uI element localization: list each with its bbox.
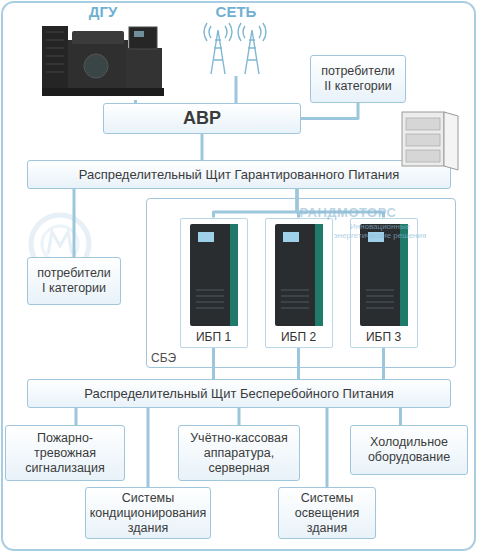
node-text: Распределительный Щит Бесперебойного Пит… [84, 386, 393, 402]
ups-screen [198, 232, 214, 242]
engine-top [72, 31, 124, 44]
connector-line [235, 76, 238, 103]
generator-engine [68, 40, 128, 88]
panel-screen [134, 31, 144, 37]
control-panel [129, 27, 157, 49]
ups-system-group: СБЭ ИБП 1 ИБП 2 ИБП 3 [146, 198, 456, 368]
node-text: ДГУ [89, 4, 118, 19]
node-text: Системы освещения здания [285, 491, 369, 536]
load-box: Холодильное оборудование [350, 425, 468, 475]
generator-alternator [126, 48, 162, 88]
ups-stripe [230, 224, 238, 326]
connector-line [238, 408, 241, 425]
cabinet-panel [406, 118, 440, 130]
connector-line [147, 408, 150, 487]
generator-illustration [42, 26, 164, 96]
node-text: АВР [183, 108, 221, 130]
node-text: Системы кондиционирования здания [90, 491, 207, 536]
ups-screen [368, 232, 384, 242]
load-box: Учётно-кассовая аппаратура, серверная [178, 425, 300, 481]
connector-line [297, 348, 300, 380]
node-text: Учётно-кассовая аппаратура, серверная [185, 431, 293, 476]
ups-cabinet [360, 224, 408, 326]
node-text: Пожарно-тревожная сигнализация [12, 431, 118, 476]
consumer-box: потребители I категории [27, 257, 121, 305]
radiator-grill [46, 48, 64, 49]
connector-line [297, 189, 299, 218]
node-text: ИБП 1 [196, 330, 231, 344]
connector-line [301, 103, 358, 119]
logo-mark [48, 232, 72, 254]
node-text: потребители I категории [34, 266, 114, 296]
ups-box: ИБП 3 [350, 218, 418, 348]
radiator-grill [46, 40, 64, 41]
connector-line [326, 408, 329, 487]
ups-cabinet [190, 224, 238, 326]
ups-vents [366, 290, 394, 308]
connector-line [399, 408, 402, 425]
watermark-text: Инновационные энергетические решения [330, 222, 430, 240]
ups-stripe [315, 224, 323, 326]
grid-node: СЕТЬ [200, 4, 272, 76]
panel-bar: Распределительный Щит Гарантированного П… [27, 160, 451, 189]
ups-screen [283, 232, 299, 242]
connector-line [73, 189, 76, 257]
node-text: потребители II категории [317, 64, 399, 94]
load-box: Системы освещения здания [278, 487, 376, 539]
generator-skid [42, 88, 164, 96]
connector-line [201, 134, 204, 160]
ups-stripe [400, 224, 408, 326]
ups-vents [196, 290, 224, 308]
generator-radiator [42, 26, 68, 88]
signal-arcs [238, 23, 266, 41]
load-box: Системы кондиционирования здания [85, 487, 211, 539]
tower [211, 30, 225, 74]
node-text: ИБП 3 [366, 330, 401, 344]
node-text: ИБП 2 [281, 330, 316, 344]
node-text: СБЭ [151, 351, 176, 365]
node-text: СЕТЬ [216, 4, 257, 19]
cabinet-body [402, 112, 444, 166]
consumer-box: потребители II категории [310, 55, 406, 103]
ats-box: АВР [103, 103, 301, 134]
radiator-grill [46, 56, 64, 57]
generator-node: ДГУ [38, 4, 168, 100]
engine-guard [84, 54, 108, 78]
connector-line [212, 348, 215, 380]
connector-line [75, 408, 78, 425]
radiator-grill [46, 72, 64, 73]
connector-line [382, 348, 385, 380]
ups-cabinet [275, 224, 323, 326]
node-text: Холодильное оборудование [357, 435, 461, 465]
ups-vents [281, 290, 309, 308]
panel-bar: Распределительный Щит Бесперебойного Пит… [27, 379, 451, 408]
radiator-grill [46, 32, 64, 33]
ups-box: ИБП 1 [180, 218, 248, 348]
node-text: Распределительный Щит Гарантированного П… [79, 167, 400, 183]
connector-line [297, 189, 384, 218]
ups-illustrations [190, 224, 408, 326]
ups-box: ИБП 2 [265, 218, 333, 348]
load-box: Пожарно-тревожная сигнализация [5, 425, 125, 481]
cabinet-panel [406, 134, 440, 146]
signal-arcs [204, 23, 232, 41]
tower-illustration [204, 23, 266, 74]
tower [245, 30, 259, 74]
connector-line [214, 189, 298, 218]
radiator-grill [46, 64, 64, 65]
